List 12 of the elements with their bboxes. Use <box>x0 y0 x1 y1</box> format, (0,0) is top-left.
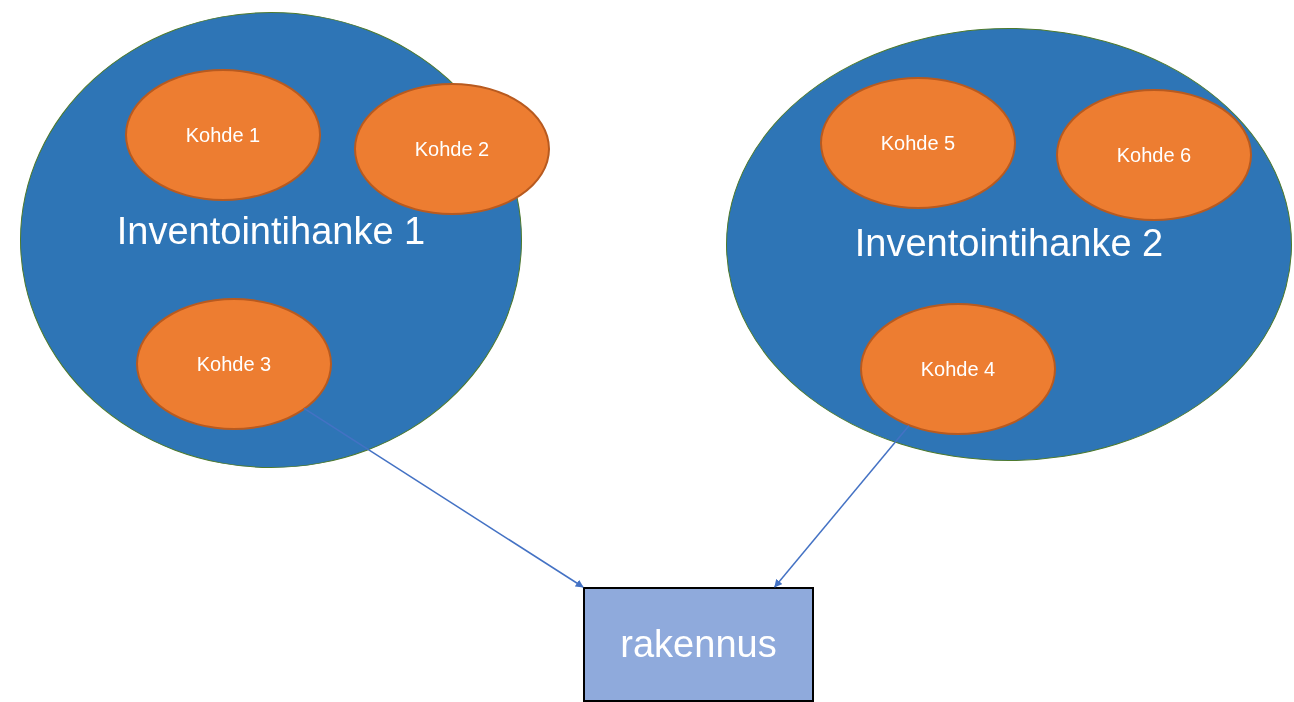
node-label: Kohde 1 <box>185 123 261 147</box>
node-label: Inventointihanke 1 <box>115 210 427 253</box>
node-label: Kohde 5 <box>880 131 956 155</box>
node-label: Kohde 3 <box>196 352 272 376</box>
arrow <box>774 424 910 588</box>
node-label: rakennus <box>620 623 777 666</box>
building-box <box>583 587 814 702</box>
node-label: Kohde 2 <box>414 137 490 161</box>
arrow <box>303 407 584 588</box>
node-label: Kohde 6 <box>1116 143 1192 167</box>
node-label: Kohde 4 <box>920 357 996 381</box>
node-label: Inventointihanke 2 <box>853 222 1165 265</box>
